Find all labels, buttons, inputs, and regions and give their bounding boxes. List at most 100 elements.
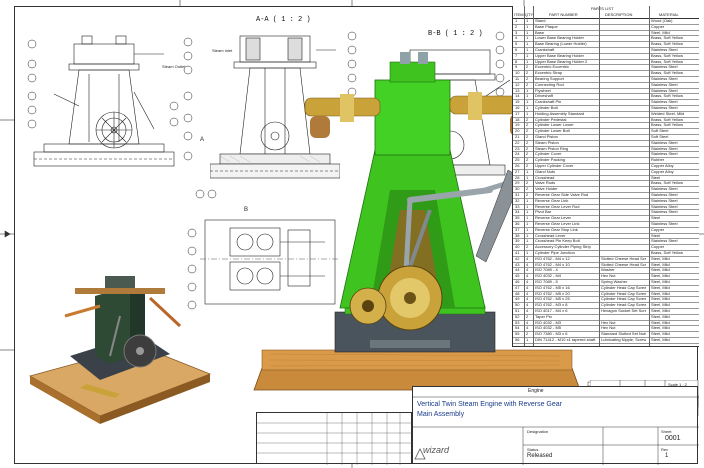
parts-list-part-number: ISO 4762 - M3 x 8 — [535, 302, 568, 308]
parts-list-material: Soft Steel — [651, 134, 669, 139]
plan-view — [200, 219, 340, 305]
section-bb-title: B-B ( 1 : 2 ) — [428, 30, 483, 38]
parts-list-material: Brass, Soft Yellow — [651, 41, 684, 47]
parts-list-qty: 4 — [526, 284, 529, 290]
parts-list-title: PARTS LIST — [591, 6, 614, 11]
parts-list-material: Steel, Mild — [651, 273, 670, 279]
callout-balloons-plan — [187, 228, 197, 310]
parts-list-item-number: 5 — [515, 41, 518, 47]
parts-list-qty: 4 — [526, 273, 529, 279]
rev-label: Rev — [661, 447, 669, 452]
parts-list-part-number: Cylinder Lower Lower — [535, 122, 574, 128]
scale-text: Scale 1 : 2 — [668, 382, 687, 387]
parts-list-part-number: ISO 4032 - M5 — [535, 325, 562, 331]
parts-list-item-number: 17 — [515, 110, 520, 116]
parts-list-material: Rubber — [651, 157, 665, 163]
parts-list-qty: 1 — [526, 29, 529, 35]
parts-list-part-number: Reverse Gear Stop Link — [535, 226, 578, 232]
parts-list-part-number: Crosshead — [535, 174, 555, 180]
parts-list-part-number: Reverse Gear Lever Link — [535, 221, 580, 226]
parts-list-qty: 1 — [526, 52, 529, 58]
parts-list-qty: 1 — [526, 99, 529, 105]
parts-list-qty: 2 — [526, 139, 529, 145]
parts-list-part-number: ISO 7380 - M3 x 6 — [535, 331, 568, 337]
parts-list-qty: 4 — [526, 302, 529, 308]
parts-list-qty: 2 — [526, 180, 529, 186]
status-label: Status — [527, 447, 539, 452]
parts-list-qty: 4 — [526, 261, 529, 267]
parts-list-part-number: Cylinder Cover — [535, 151, 562, 157]
parts-list-part-number: Crankshaft — [535, 47, 555, 52]
parts-list-header: PARTS LIST ITEM QTY PART NUMBER DESCRIPT… — [513, 6, 699, 19]
parts-list-part-number: Bearing Support — [535, 76, 564, 81]
parts-list-description: Slotted Cheese Head Screw — [601, 255, 646, 261]
parts-list-part-number: Steam Piston Ring — [535, 145, 569, 151]
sheet-label: Sheet — [661, 429, 672, 434]
parts-list-item-number: 36 — [515, 221, 520, 226]
parts-list-material: Stainless Steel — [651, 238, 678, 244]
section-aa-title: A-A ( 1 : 2 ) — [256, 16, 311, 24]
parts-list-qty: 2 — [526, 76, 529, 81]
parts-list-qty: 1 — [526, 197, 529, 203]
parts-list-part-number: Cylinder Bolt — [535, 105, 558, 110]
parts-list-item-number: 47 — [515, 284, 520, 290]
parts-list-item-number: 30 — [515, 186, 520, 192]
parts-list-item-number: 9 — [515, 64, 518, 70]
parts-list-material: Stainless Steel — [651, 139, 678, 145]
col-material: MATERIAL — [659, 12, 679, 17]
parts-list-material: Steel, Mild — [651, 267, 670, 273]
parts-list-material: Brass, Soft Yellow — [651, 250, 684, 255]
parts-list-material: Brass, Soft Yellow — [651, 180, 684, 186]
parts-list-material: Copper — [651, 23, 665, 29]
parts-list-part-number: Reverse Gear Lever — [535, 215, 572, 221]
parts-list-qty: 4 — [526, 308, 529, 313]
parts-list-part-number: Crosshead Pin Keep Bolt — [535, 238, 580, 244]
parts-list-item-number: 44 — [515, 267, 520, 273]
parts-list-qty: 1 — [526, 215, 529, 221]
parts-list-item-number: 23 — [515, 145, 520, 151]
parts-list-item-number: 46 — [515, 279, 520, 284]
parts-list-item-number: 7 — [515, 52, 518, 58]
parts-list-description: Slotted Cheese Head Screw — [601, 261, 646, 267]
callout-balloons-right — [347, 31, 357, 97]
parts-list-part-number: Cylinder Packing — [535, 157, 566, 163]
parts-list-material: Stainless Steel — [651, 105, 678, 110]
parts-list-qty: 2 — [526, 134, 529, 139]
parts-list-item-number: 24 — [515, 151, 520, 157]
parts-list-qty: 1 — [526, 337, 529, 342]
parts-list-part-number: ISO 4762 - M5 x 25 — [535, 296, 570, 302]
parts-list-material: Brass, Soft Yellow — [651, 58, 684, 64]
parts-list-material: Soft Steel — [651, 128, 669, 134]
parts-list-qty: 1 — [526, 18, 529, 23]
brand-logo: wizard — [423, 445, 450, 455]
parts-list-item-number: 55 — [515, 331, 520, 337]
parts-list-material: Steel, Mild — [651, 308, 670, 313]
parts-list-material: Stainless Steel — [651, 203, 678, 209]
parts-list-item-number: 43 — [515, 261, 520, 267]
parts-list-material: Steel, Mild — [651, 29, 670, 35]
parts-list-item-number: 12 — [515, 81, 520, 87]
section-aa-view — [210, 35, 340, 179]
status-value: Released — [527, 453, 553, 459]
parts-list-item-number: 11 — [515, 76, 520, 81]
parts-list-material: Steel, Mild — [651, 296, 670, 302]
parts-list-item-number: 35 — [515, 215, 520, 221]
parts-list-material: Stainless Steel — [651, 81, 678, 87]
parts-list-part-number: DIN 71412 - M10 x1 tapered shaft — [535, 337, 596, 342]
parts-list-qty: 1 — [526, 58, 529, 64]
